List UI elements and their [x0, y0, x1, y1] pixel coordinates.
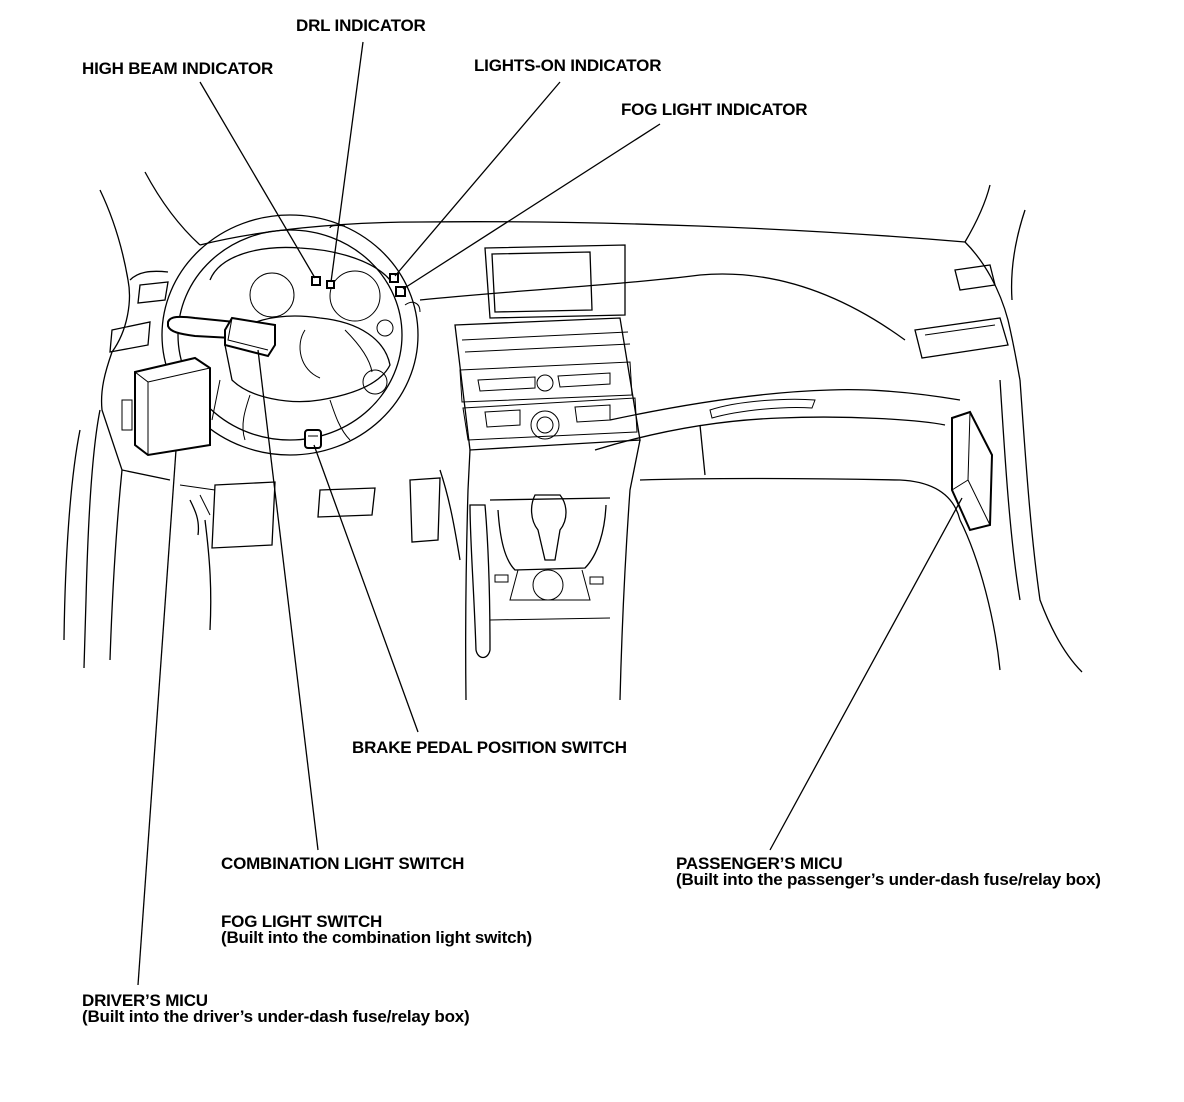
fog-light-indicator-leader-line: [402, 123, 661, 290]
passengers-micu-title: PASSENGER’S MICU: [676, 854, 843, 873]
passengers-micu-label: PASSENGER’S MICU (Built into the passeng…: [676, 854, 1101, 889]
interior-outline: [63, 171, 1083, 701]
high-beam-leader-line: [199, 81, 316, 279]
drivers-micu-label: DRIVER’S MICU (Built into the driver’s u…: [82, 991, 470, 1026]
brake-switch-leader-line: [313, 444, 419, 733]
steering-wheel: [161, 214, 421, 456]
combination-light-switch-label: COMBINATION LIGHT SWITCH: [221, 854, 465, 873]
indicator-markers: [311, 273, 406, 297]
fog-light-switch-title: FOG LIGHT SWITCH: [221, 912, 383, 931]
drl-indicator-marker: [326, 280, 335, 289]
lights-on-indicator-marker: [389, 273, 399, 283]
leader-lines: [137, 41, 963, 986]
fog-light-indicator-label: FOG LIGHT INDICATOR: [621, 100, 808, 119]
high-beam-indicator-marker: [311, 276, 321, 286]
drivers-micu-note: (Built into the driver’s under-dash fuse…: [82, 1007, 470, 1026]
passengers-micu-part: [951, 410, 994, 532]
combination-switch-leader-line: [257, 349, 319, 851]
drivers-micu-title: DRIVER’S MICU: [82, 991, 208, 1010]
fog-light-indicator-marker: [395, 286, 406, 297]
passengers-micu-leader-line: [769, 497, 963, 851]
lights-on-leader-line: [394, 81, 561, 277]
fog-light-switch-note: (Built into the combination light switch…: [221, 928, 532, 947]
drl-indicator-label: DRL INDICATOR: [296, 16, 426, 35]
passengers-micu-note: (Built into the passenger’s under-dash f…: [676, 870, 1101, 889]
brake-pedal-switch-part: [304, 429, 322, 449]
drl-leader-line: [330, 41, 364, 283]
combination-light-switch-part: [224, 316, 276, 358]
drivers-micu-leader-line: [137, 449, 177, 986]
lights-on-indicator-label: LIGHTS-ON INDICATOR: [474, 56, 662, 75]
high-beam-indicator-label: HIGH BEAM INDICATOR: [82, 59, 274, 78]
brake-pedal-position-switch-label: BRAKE PEDAL POSITION SWITCH: [352, 738, 627, 757]
drivers-micu-part: [134, 356, 211, 457]
fog-light-switch-label: FOG LIGHT SWITCH (Built into the combina…: [221, 912, 532, 947]
